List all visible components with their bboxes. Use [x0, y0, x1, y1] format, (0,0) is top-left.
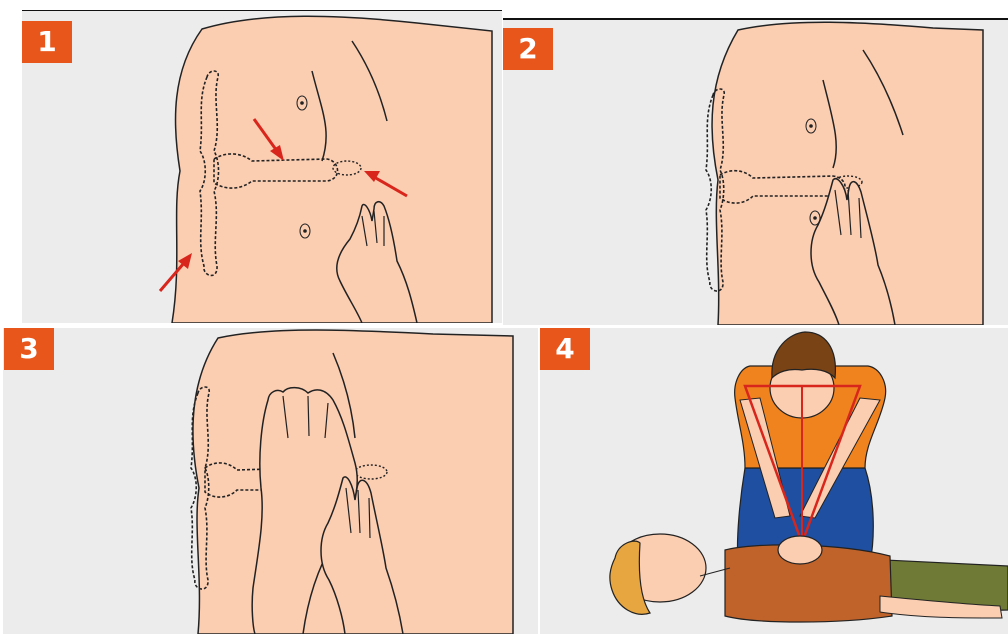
step-2-panel: 2 [503, 20, 1008, 325]
step-4-illustration [540, 328, 1008, 634]
step-1-illustration [22, 11, 502, 323]
step-3-panel: 3 [3, 328, 538, 634]
step-2-badge: 2 [503, 28, 553, 70]
step-3-badge: 3 [4, 328, 54, 370]
chest-skin [172, 16, 492, 323]
step-1-badge: 1 [22, 21, 72, 63]
step-1-panel: 1 [22, 11, 502, 323]
hand-icon [778, 536, 822, 564]
step-2-illustration [503, 20, 1008, 325]
step-4-panel: 4 [540, 328, 1008, 634]
step-4-badge: 4 [540, 328, 590, 370]
step-3-illustration [3, 328, 538, 634]
